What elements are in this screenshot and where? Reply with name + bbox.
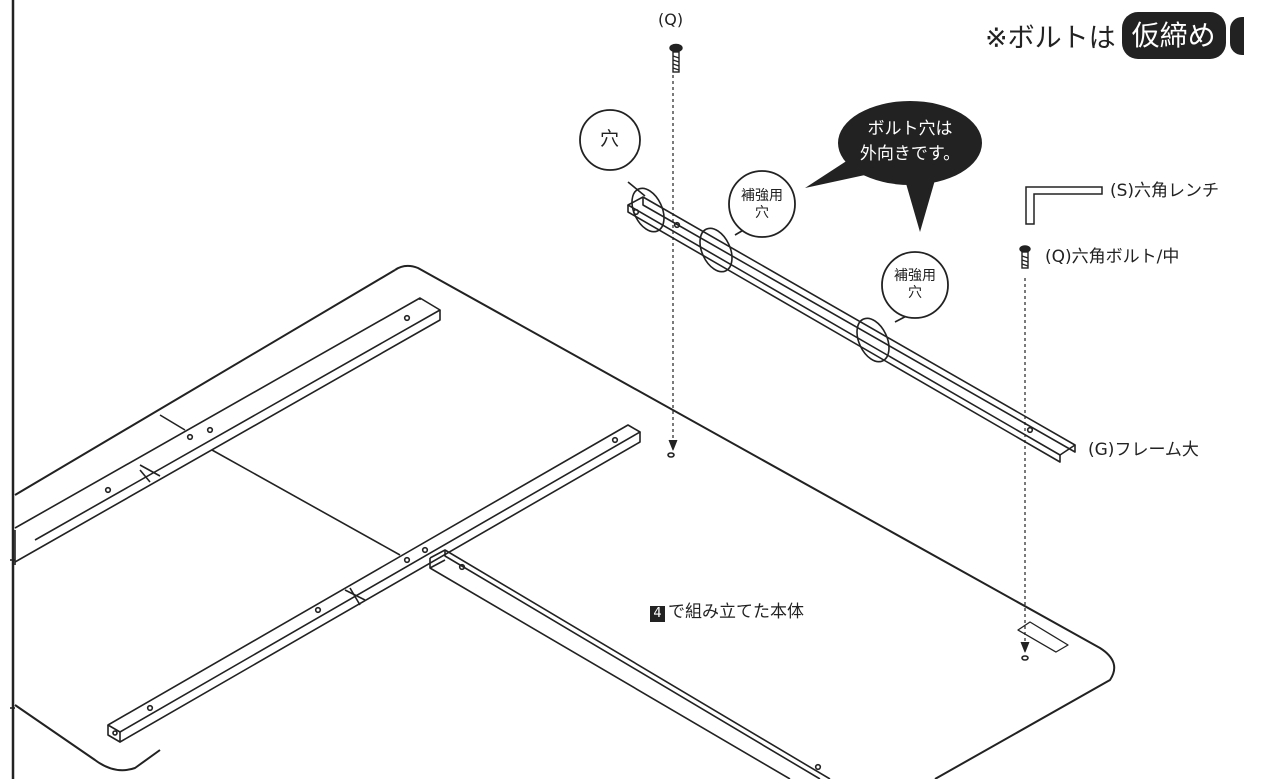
rail-center: [107, 424, 641, 743]
hex-wrench-icon: [1025, 186, 1103, 225]
bolt-legend-icon: [1019, 245, 1031, 269]
hole-ellipse: [699, 227, 733, 273]
bolt-icon: [669, 43, 683, 73]
reinforce-2-line-1: 補強用: [894, 268, 936, 284]
reinforce-callout-1: [728, 170, 796, 238]
speech-bubble: [805, 101, 982, 232]
frame-g-label: (G)フレーム大: [1088, 440, 1199, 460]
hole-ellipse: [631, 187, 665, 233]
hole-label: 穴: [600, 128, 620, 150]
step-badge: 4: [650, 606, 665, 622]
reinforce-label-2: 補強用 穴: [885, 268, 945, 302]
note-cut-edge: [1229, 16, 1244, 55]
main-body-text: で組み立てた本体: [668, 602, 804, 622]
reinforce-label-1: 補強用 穴: [732, 188, 792, 222]
rail-cross: [429, 549, 831, 780]
speech-bubble-text: ボルト穴は 外向きです。: [850, 117, 970, 167]
reinforce-callout-2: [881, 251, 949, 319]
speech-line-1: ボルト穴は: [867, 119, 953, 139]
reinforce-1-line-2: 穴: [755, 205, 769, 221]
hole-ellipse: [856, 317, 890, 363]
note-highlight: 仮締め: [1121, 12, 1226, 59]
desktop-panel: [394, 264, 1116, 780]
rail-left-upper: [14, 297, 441, 563]
bolt-tightening-note: ※ボルトは 仮締め: [985, 12, 1244, 59]
speech-line-2: 外向きです。: [859, 144, 961, 164]
reinforce-2-line-2: 穴: [908, 285, 922, 301]
note-prefix: ※ボルトは: [985, 23, 1116, 54]
wrench-label: (S)六角レンチ: [1110, 181, 1220, 201]
frame-g-large: [627, 196, 1076, 463]
hole-callout: [579, 109, 641, 171]
reinforce-1-line-1: 補強用: [741, 188, 783, 204]
bolt-legend-label: (Q)六角ボルト/中: [1045, 247, 1180, 267]
bolt-q-label: (Q): [658, 10, 684, 29]
